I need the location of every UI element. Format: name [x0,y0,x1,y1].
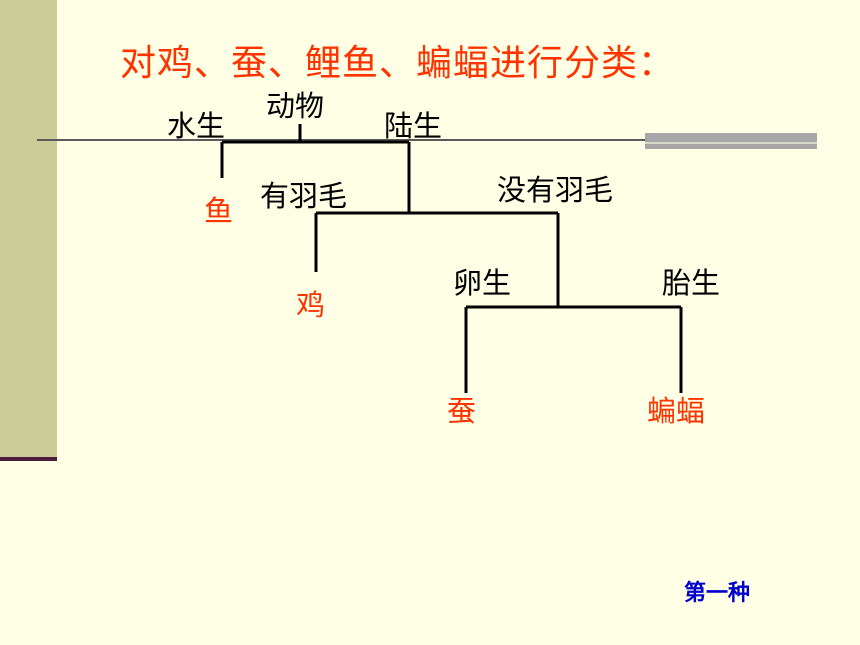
leaf-label-silkworm: 蚕 [447,394,477,428]
footer-label: 第一种 [684,581,751,606]
branch-label-unfeathered: 没有羽毛 [497,173,614,207]
leaf-label-chicken: 鸡 [296,288,326,322]
root-label-animal: 动物 [266,89,325,123]
rule-accent-bar [645,133,817,149]
branch-label-viviparous: 胎生 [662,266,721,300]
branch-label-terrestrial: 陆生 [384,109,443,143]
branch-label-aquatic: 水生 [167,109,226,143]
branch-label-oviparous: 卵生 [453,266,512,300]
horizontal-rule [37,139,645,141]
leaf-label-fish: 鱼 [204,194,234,228]
sidebar-bottom-line [0,457,57,461]
left-sidebar-bar [0,0,57,458]
leaf-label-bat: 蝙蝠 [647,394,706,428]
slide-title: 对鸡、蚕、鲤鱼、蝙蝠进行分类： [120,43,676,84]
branch-label-feathered: 有羽毛 [260,179,348,213]
